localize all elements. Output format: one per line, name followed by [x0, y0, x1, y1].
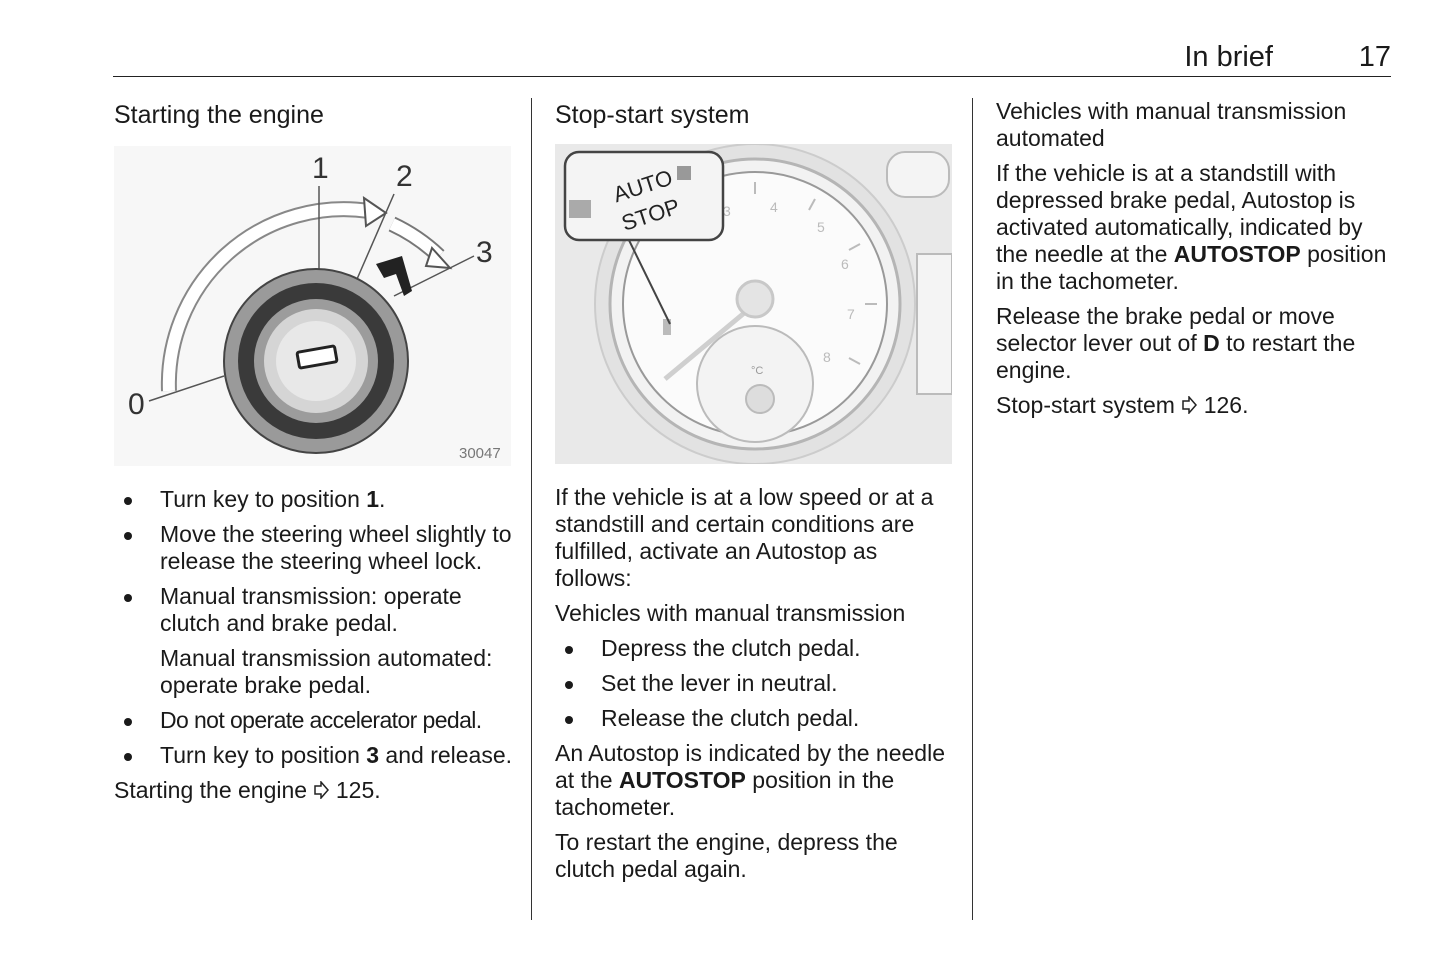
list-item: Depress the clutch pedal.: [555, 635, 955, 662]
page-number: 17: [1358, 41, 1391, 73]
intro-paragraph: If the vehicle is at a low speed or at a…: [555, 484, 934, 591]
position-label-2: 2: [396, 160, 413, 193]
list-item: Release the clutch pedal.: [555, 705, 955, 732]
column-automated: Vehicles with manual transmission automa…: [996, 98, 1391, 419]
section-heading: Stop-start system: [555, 101, 750, 129]
temp-unit-label: °C: [751, 365, 763, 377]
list-item: Manual transmission: operate clutch and …: [114, 583, 514, 637]
page-header: In brief 17: [113, 38, 1391, 77]
cross-reference[interactable]: Stop-start system 126.: [996, 392, 1249, 419]
autostop-paragraph: An Autostop is indicated by the needle a…: [555, 740, 946, 820]
svg-text:4: 4: [770, 199, 778, 215]
automated-paragraph: If the vehicle is at a standstill with d…: [996, 160, 1387, 294]
svg-text:7: 7: [847, 306, 855, 322]
list-item: Set the lever in neutral.: [555, 670, 955, 697]
section-title: In brief: [1184, 41, 1273, 73]
subheading-manual: Vehicles with manual transmission: [555, 600, 906, 626]
manual-steps-list: Depress the clutch pedal. Set the lever …: [555, 635, 955, 732]
list-item: Do not operate accelerator pedal.: [114, 707, 514, 734]
position-label-3: 3: [476, 236, 493, 269]
figure-code: 30047: [459, 445, 501, 462]
reference-arrow-icon: [1181, 392, 1198, 419]
restart-paragraph: To restart the engine, depress the clutc…: [555, 829, 898, 882]
svg-text:6: 6: [841, 256, 849, 272]
column-divider: [972, 98, 973, 920]
cross-reference[interactable]: Starting the engine 125.: [114, 777, 381, 804]
column-stop-start: Stop-start system 3 4 5 6 7 8 °C: [555, 98, 955, 883]
section-heading: Starting the engine: [114, 101, 324, 129]
list-item: Move the steering wheel slightly to rele…: [114, 521, 514, 575]
ignition-figure: 1 2 3 0 30047: [114, 146, 511, 466]
list-item: Turn key to position 1.: [114, 486, 514, 513]
svg-text:5: 5: [817, 219, 825, 235]
svg-text:8: 8: [823, 349, 831, 365]
start-steps-list: Turn key to position 1. Move the steerin…: [114, 486, 514, 769]
subheading-automated: Vehicles with manual transmission automa…: [996, 98, 1347, 151]
position-label-1: 1: [312, 152, 329, 185]
release-paragraph: Release the brake pedal or move selector…: [996, 303, 1356, 383]
column-divider: [531, 98, 532, 920]
svg-text:3: 3: [723, 203, 731, 219]
list-item: Turn key to position 3 and release.: [114, 742, 514, 769]
position-label-0: 0: [128, 388, 145, 421]
reference-arrow-icon: [313, 777, 330, 804]
list-item-continuation: Manual transmission automated: operate b…: [160, 645, 493, 698]
column-starting-engine: Starting the engine 1 2 3 0 30047 Turn k…: [114, 98, 514, 804]
